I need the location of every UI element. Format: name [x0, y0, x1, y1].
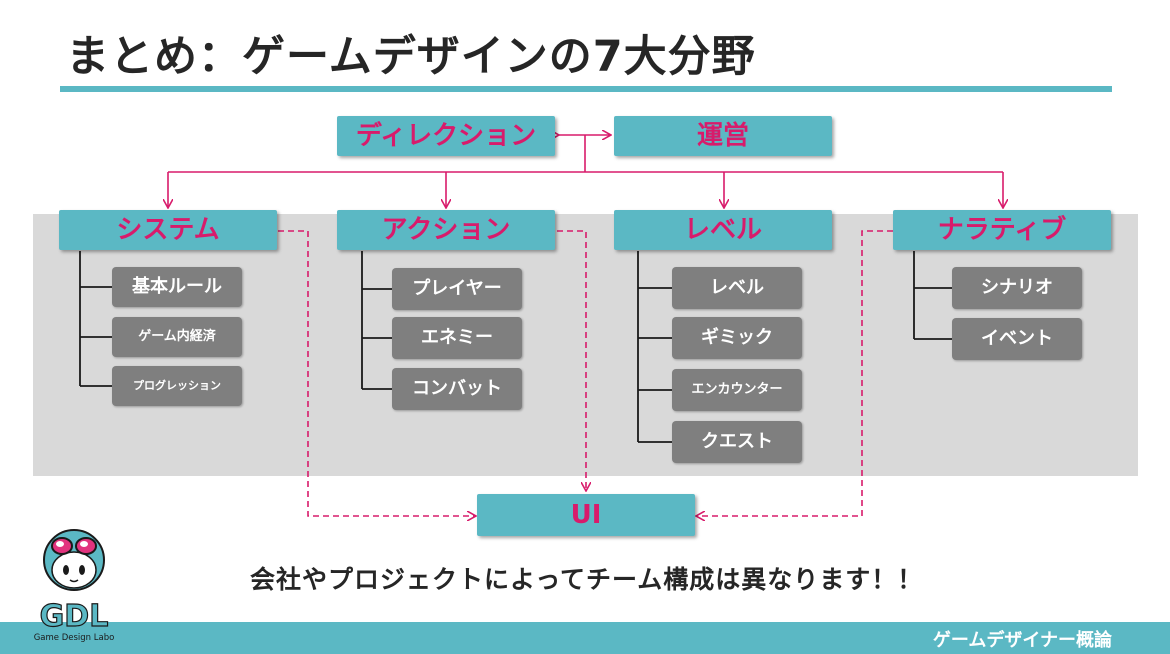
- item-event: イベント: [952, 318, 1082, 360]
- item-quest: クエスト: [672, 421, 802, 463]
- tree-action: [361, 251, 392, 390]
- slide-title: まとめ：ゲームデザインの7大分野: [66, 32, 756, 82]
- item-enemy: エネミー: [392, 317, 522, 359]
- tree-system: [79, 251, 112, 387]
- item-encounter: エンカウンター: [672, 369, 802, 411]
- svg-text:Game Design Labo: Game Design Labo: [34, 633, 115, 643]
- item-basic-rules: 基本ルール: [112, 267, 242, 307]
- svg-text:GDL: GDL: [40, 599, 109, 634]
- footer-bar: [0, 622, 1170, 654]
- item-scenario: シナリオ: [952, 267, 1082, 309]
- team-structure-note: 会社やプロジェクトによってチーム構成は異なります！！: [250, 565, 924, 594]
- tree-narrative: [913, 251, 952, 340]
- dash-narrative-to-ui: [697, 230, 893, 516]
- tree-level: [637, 251, 672, 443]
- node-level: レベル: [614, 210, 832, 250]
- footer-course-title: ゲームデザイナー概論: [932, 630, 1112, 651]
- title-underline: [60, 86, 1112, 92]
- item-gimmick: ギミック: [672, 317, 802, 359]
- item-ingame-economy: ゲーム内経済: [112, 317, 242, 357]
- node-system: システム: [59, 210, 277, 250]
- item-player: プレイヤー: [392, 268, 522, 310]
- node-action: アクション: [337, 210, 555, 250]
- node-ui: UI: [477, 494, 695, 536]
- node-operations: 運営: [614, 116, 832, 156]
- dash-action-to-ui: [557, 230, 586, 490]
- node-narrative: ナラティブ: [893, 210, 1111, 250]
- dash-system-to-ui: [278, 230, 475, 516]
- gdl-logo: GDL Game Design Labo: [34, 529, 115, 643]
- item-level: レベル: [672, 267, 802, 309]
- item-combat: コンバット: [392, 368, 522, 410]
- node-direction: ディレクション: [337, 116, 555, 156]
- item-progression: プログレッション: [112, 366, 242, 406]
